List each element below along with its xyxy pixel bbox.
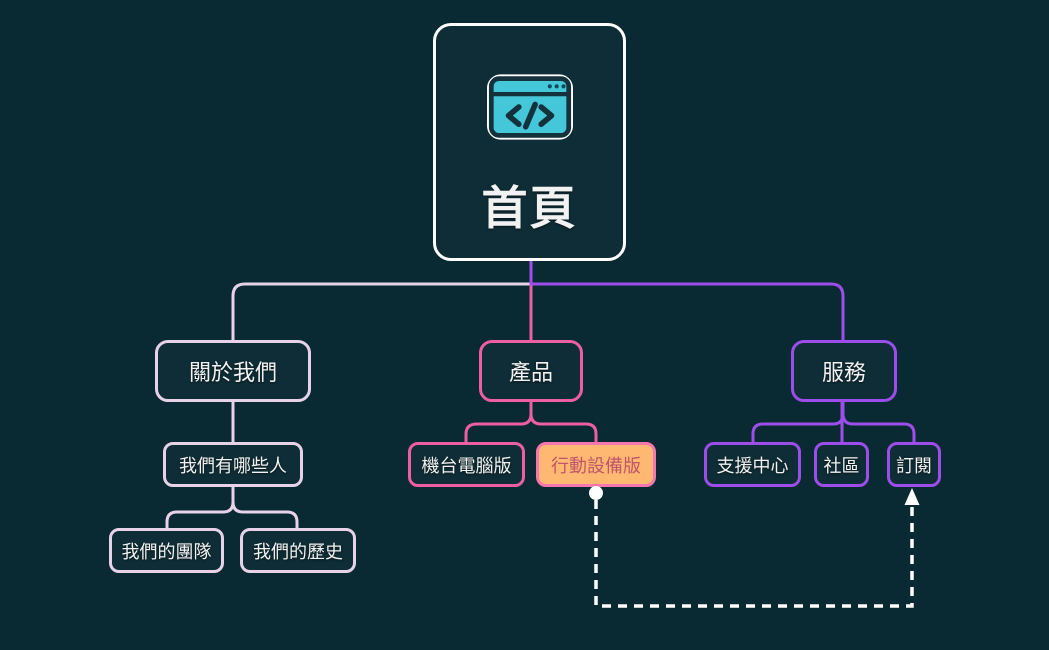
edge-services-support bbox=[751, 399, 845, 445]
node-our-team-label: 我們的團隊 bbox=[121, 541, 212, 563]
node-home-label: 首頁 bbox=[481, 181, 578, 235]
node-our-team: 我們的團隊 bbox=[109, 528, 224, 573]
edge-who-team bbox=[165, 484, 235, 531]
node-desktop-version: 機台電腦版 bbox=[408, 442, 525, 487]
code-browser-icon bbox=[486, 74, 573, 140]
node-mobile-version: 行動設備版 bbox=[536, 442, 656, 487]
node-services: 服務 bbox=[791, 340, 897, 402]
edge-home-services bbox=[529, 258, 845, 343]
node-support-center-label: 支援中心 bbox=[716, 455, 789, 477]
dashed-link-path bbox=[594, 500, 914, 608]
edge-products-mobile bbox=[529, 399, 598, 445]
node-who-we-are: 我們有哪些人 bbox=[163, 442, 303, 487]
link-start-dot bbox=[589, 486, 603, 500]
node-support-center: 支援中心 bbox=[704, 442, 801, 487]
node-mobile-version-label: 行動設備版 bbox=[551, 455, 641, 477]
node-products: 產品 bbox=[479, 340, 583, 402]
node-subscribe: 訂閱 bbox=[887, 442, 941, 487]
node-about-us: 關於我們 bbox=[155, 340, 311, 402]
node-community: 社區 bbox=[814, 442, 869, 487]
node-home: 首頁 bbox=[433, 23, 626, 261]
node-community-label: 社區 bbox=[823, 455, 860, 477]
edge-home-about bbox=[231, 258, 533, 343]
edge-products-desktop bbox=[464, 399, 533, 445]
node-our-history: 我們的歷史 bbox=[240, 528, 356, 573]
link-arrowhead-icon bbox=[904, 488, 920, 505]
node-desktop-version-label: 機台電腦版 bbox=[421, 455, 512, 477]
node-who-we-are-label: 我們有哪些人 bbox=[179, 455, 287, 477]
node-subscribe-label: 訂閱 bbox=[896, 455, 932, 477]
edge-services-subscribe bbox=[841, 399, 916, 445]
node-about-us-label: 關於我們 bbox=[188, 361, 277, 386]
node-our-history-label: 我們的歷史 bbox=[253, 541, 343, 563]
node-products-label: 產品 bbox=[508, 361, 553, 386]
node-services-label: 服務 bbox=[821, 361, 866, 386]
edge-who-history bbox=[231, 484, 299, 531]
